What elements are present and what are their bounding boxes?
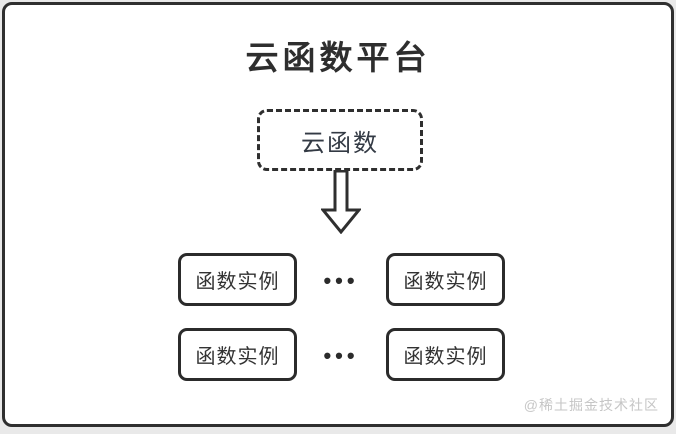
cloud-function-node-label: 云函数 — [301, 129, 379, 157]
function-instance-box: 函数实例 — [178, 328, 297, 381]
function-instance-label: 函数实例 — [403, 346, 488, 368]
ellipsis-dots: ••• — [323, 343, 359, 368]
diagram-card: 云函数平台 云函数 函数实例 ••• 函数实例 函数实例 ••• 函数实例 @稀… — [2, 2, 674, 427]
watermark: @稀土掘金技术社区 — [523, 397, 659, 413]
function-instance-box: 函数实例 — [386, 253, 505, 306]
function-instance-label: 函数实例 — [195, 346, 280, 368]
page-title: 云函数平台 — [245, 39, 431, 76]
cloud-function-node: 云函数 — [257, 109, 423, 171]
function-instance-label: 函数实例 — [195, 271, 280, 293]
function-instance-label: 函数实例 — [403, 271, 488, 293]
down-arrow-icon — [321, 170, 361, 234]
ellipsis-dots: ••• — [323, 268, 359, 293]
function-instance-box: 函数实例 — [178, 253, 297, 306]
function-instance-box: 函数实例 — [386, 328, 505, 381]
